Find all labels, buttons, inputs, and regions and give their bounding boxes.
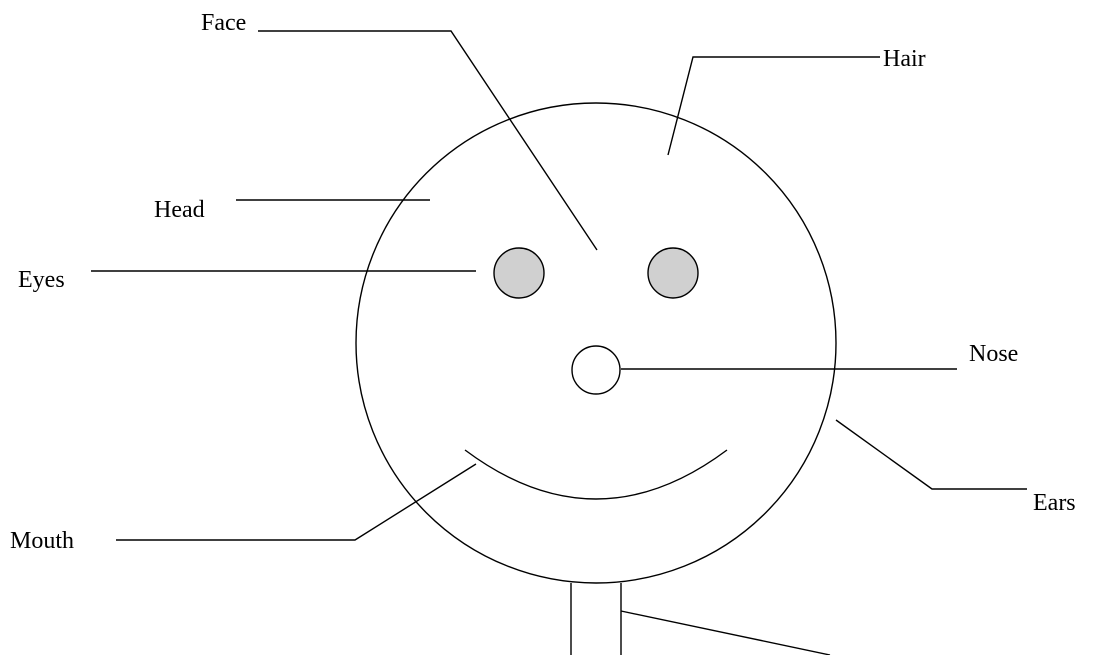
label-eyes: Eyes — [18, 267, 65, 293]
mouth-curve — [465, 450, 727, 499]
label-ears: Ears — [1033, 490, 1076, 516]
neck-leader-line — [621, 611, 830, 655]
nose-circle — [572, 346, 620, 394]
ears-leader-line — [836, 420, 1027, 489]
label-mouth: Mouth — [10, 528, 74, 554]
left-eye — [494, 248, 544, 298]
face-leader-line — [258, 31, 597, 250]
label-head: Head — [154, 197, 205, 223]
label-nose: Nose — [969, 341, 1018, 367]
right-eye — [648, 248, 698, 298]
hair-leader-line — [668, 57, 880, 155]
label-face: Face — [201, 10, 246, 36]
label-hair: Hair — [883, 46, 926, 72]
mouth-leader-line — [116, 464, 476, 540]
head-circle — [356, 103, 836, 583]
